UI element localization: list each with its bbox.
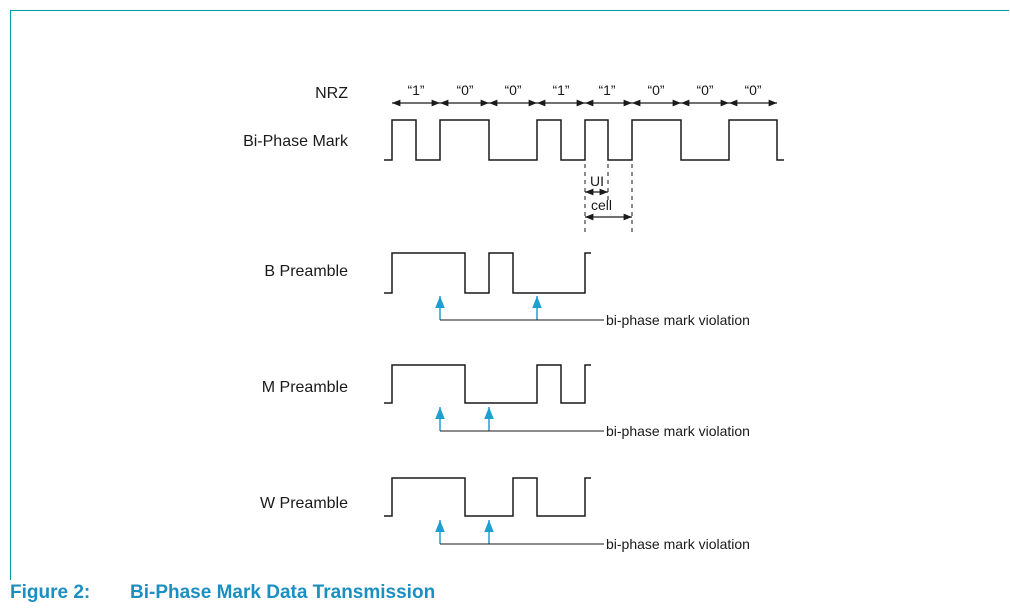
ui-label: UI	[590, 173, 604, 189]
nrz-bit-label: “1”	[598, 82, 615, 98]
figure-number: Figure 2:	[10, 582, 91, 603]
w-preamble-waveform	[384, 477, 591, 517]
nrz-bit-label: “0”	[744, 82, 761, 98]
b-preamble-waveform	[384, 252, 591, 294]
nrz-bit-label: “1”	[552, 82, 569, 98]
figure-caption: Figure 2: Bi-Phase Mark Data Transmission	[10, 582, 435, 604]
nrz-bit-label: “0”	[456, 82, 473, 98]
bpm-waveform	[384, 119, 784, 161]
bi-phase-diagram: NRZ Bi-Phase Mark B Preamble M Preamble …	[243, 82, 784, 552]
figure-title: Bi-Phase Mark Data Transmission	[130, 582, 436, 603]
nrz-bit-label: “1”	[407, 82, 424, 98]
figure-frame	[10, 10, 1009, 580]
b-violation-callout: bi-phase mark violation	[435, 296, 750, 328]
violation-label: bi-phase mark violation	[606, 536, 750, 552]
violation-label: bi-phase mark violation	[606, 312, 750, 328]
b-preamble-label: B Preamble	[264, 263, 348, 280]
bpm-label: Bi-Phase Mark	[243, 133, 349, 150]
cell-label: cell	[591, 197, 612, 213]
nrz-bit-row: “1” “0” “0” “1” “1” “0” “0” “0”	[392, 82, 777, 107]
w-violation-callout: bi-phase mark violation	[435, 520, 750, 552]
timing-markers: UI cell	[584, 164, 633, 236]
nrz-bit-label: “0”	[647, 82, 664, 98]
nrz-label: NRZ	[315, 85, 348, 102]
nrz-bit-label: “0”	[504, 82, 521, 98]
m-preamble-waveform	[384, 364, 591, 404]
m-violation-callout: bi-phase mark violation	[435, 407, 750, 439]
violation-label: bi-phase mark violation	[606, 423, 750, 439]
nrz-bit-label: “0”	[696, 82, 713, 98]
w-preamble-label: W Preamble	[260, 495, 348, 512]
m-preamble-label: M Preamble	[262, 379, 348, 396]
